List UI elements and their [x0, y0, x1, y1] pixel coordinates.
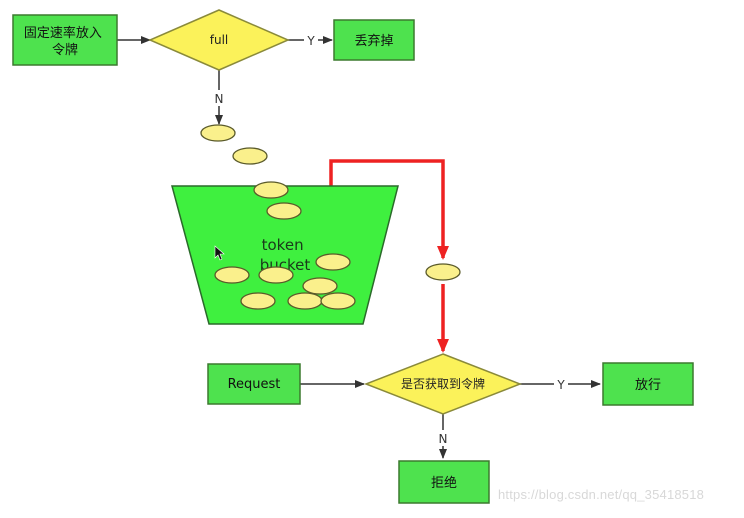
node-discard — [333, 19, 415, 61]
node-request-label: Request — [228, 377, 281, 392]
node-reject-label: 拒绝 — [431, 475, 457, 491]
token — [232, 147, 268, 165]
edge-label-decision-yes: Y — [556, 378, 565, 392]
token — [315, 253, 351, 271]
token — [240, 292, 276, 310]
tokens — [200, 124, 461, 310]
node-full-diamond — [148, 9, 290, 71]
node-fixed-rate-label: 固定速率放入 令牌 — [24, 25, 106, 58]
node-get-token-label: 是否获取到令牌 — [401, 376, 485, 391]
node-get-token-diamond — [363, 353, 523, 415]
edge-label-full-no: N — [215, 92, 224, 106]
node-fixed-rate — [12, 14, 118, 66]
token — [302, 277, 338, 295]
edge-label-decision-no: N — [439, 432, 448, 446]
edge-bucket-to-decision — [329, 159, 449, 260]
token — [266, 202, 302, 220]
node-allow-label: 放行 — [635, 378, 661, 393]
edge-label-full-yes: Y — [306, 34, 315, 48]
cursor-icon — [214, 245, 225, 261]
token — [200, 124, 236, 142]
node-discard-label: 丢弃掉 — [354, 34, 393, 49]
token — [320, 292, 356, 310]
watermark: https://blog.csdn.net/qq_35418518 — [498, 487, 705, 502]
node-token-bucket — [171, 185, 399, 325]
token — [258, 266, 294, 284]
token — [253, 181, 289, 199]
node-full-label: full — [210, 33, 229, 47]
node-reject — [398, 460, 490, 504]
node-allow — [602, 362, 694, 406]
token — [287, 292, 323, 310]
token — [214, 266, 250, 284]
token — [425, 263, 461, 281]
node-request — [207, 363, 301, 405]
